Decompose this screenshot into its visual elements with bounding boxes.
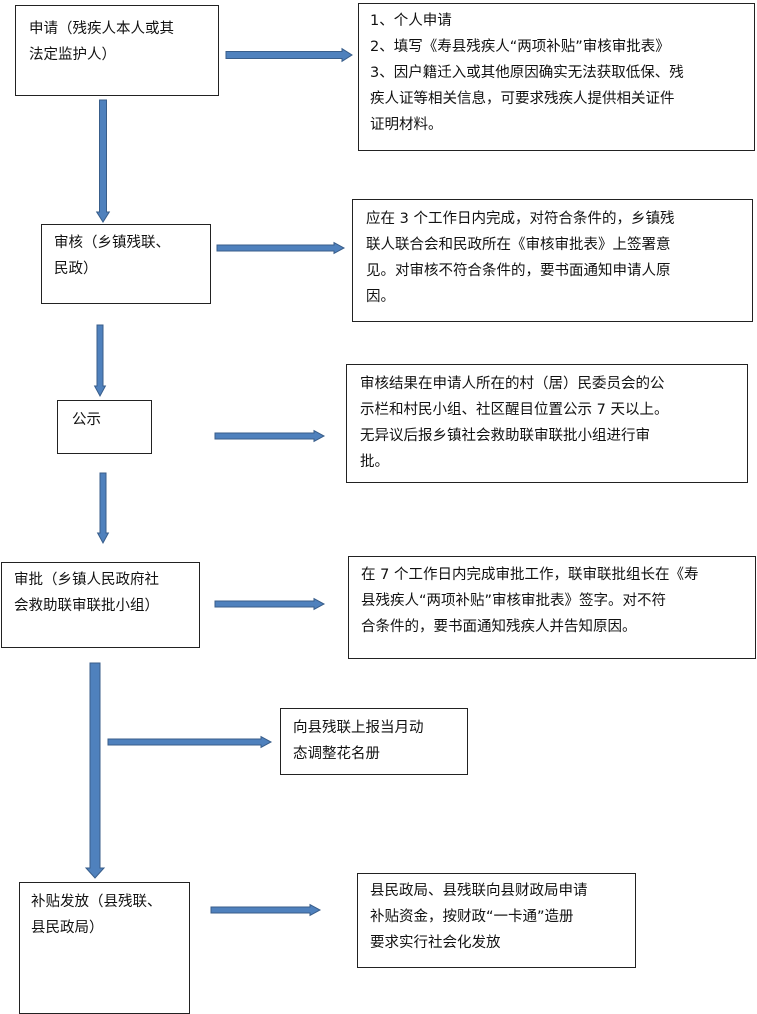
note-publicize-box: 审核结果在申请人所在的村（居）民委员会的公 示栏和村民小组、社区醒目位置公示 7… <box>346 364 748 483</box>
arrow-issue-to-note <box>210 903 322 917</box>
step-issue-text: 补贴发放（县残联、 县民政局） <box>31 894 162 936</box>
note-issue-text: 县民政局、县残联向县财政局申请 补贴资金，按财政“一卡通”造册 要求实行社会化发… <box>370 883 588 951</box>
step-approve-box: 审批（乡镇人民政府社 会救助联审联批小组） <box>1 562 200 648</box>
note-apply-box: 1、个人申请 2、填写《寿县残疾人“两项补贴”审核审批表》 3、因户籍迁入或其他… <box>358 3 755 151</box>
step-publicize-box: 公示 <box>57 400 152 454</box>
note-approve-box: 在 7 个工作日内完成审批工作，联审联批组长在《寿 县残疾人“两项补贴”审核审批… <box>348 556 756 659</box>
note-report-box: 向县残联上报当月动 态调整花名册 <box>280 708 468 775</box>
arrow-approve-to-note <box>214 597 326 611</box>
note-review-box: 应在 3 个工作日内完成，对符合条件的，乡镇残 联人联合会和民政所在《审核审批表… <box>352 199 753 322</box>
note-publicize-text: 审核结果在申请人所在的村（居）民委员会的公 示栏和村民小组、社区醒目位置公示 7… <box>360 376 669 470</box>
arrow-review-to-note <box>216 241 346 255</box>
step-review-text: 审核（乡镇残联、 民政） <box>54 235 170 277</box>
arrow-publicize-to-note <box>214 429 326 443</box>
step-review-box: 审核（乡镇残联、 民政） <box>41 224 211 304</box>
arrow-publicize-to-approve <box>96 472 110 545</box>
note-approve-text: 在 7 个工作日内完成审批工作，联审联批组长在《寿 县残疾人“两项补贴”审核审批… <box>361 567 699 635</box>
arrow-apply-to-note <box>225 47 353 63</box>
note-review-text: 应在 3 个工作日内完成，对符合条件的，乡镇残 联人联合会和民政所在《审核审批表… <box>366 211 675 305</box>
arrow-to-report <box>107 735 273 749</box>
arrow-apply-to-review <box>95 99 111 223</box>
step-issue-box: 补贴发放（县残联、 县民政局） <box>19 882 190 1014</box>
step-apply-box: 申请（残疾人本人或其 法定监护人） <box>15 5 219 96</box>
arrow-review-to-publicize <box>93 324 107 398</box>
arrow-approve-to-issue <box>84 662 106 879</box>
step-apply-text: 申请（残疾人本人或其 法定监护人） <box>29 21 174 63</box>
note-issue-box: 县民政局、县残联向县财政局申请 补贴资金，按财政“一卡通”造册 要求实行社会化发… <box>357 873 636 968</box>
step-approve-text: 审批（乡镇人民政府社 会救助联审联批小组） <box>14 572 159 614</box>
note-report-text: 向县残联上报当月动 态调整花名册 <box>293 720 424 762</box>
step-publicize-text: 公示 <box>72 412 101 428</box>
note-apply-text: 1、个人申请 2、填写《寿县残疾人“两项补贴”审核审批表》 3、因户籍迁入或其他… <box>370 13 684 133</box>
